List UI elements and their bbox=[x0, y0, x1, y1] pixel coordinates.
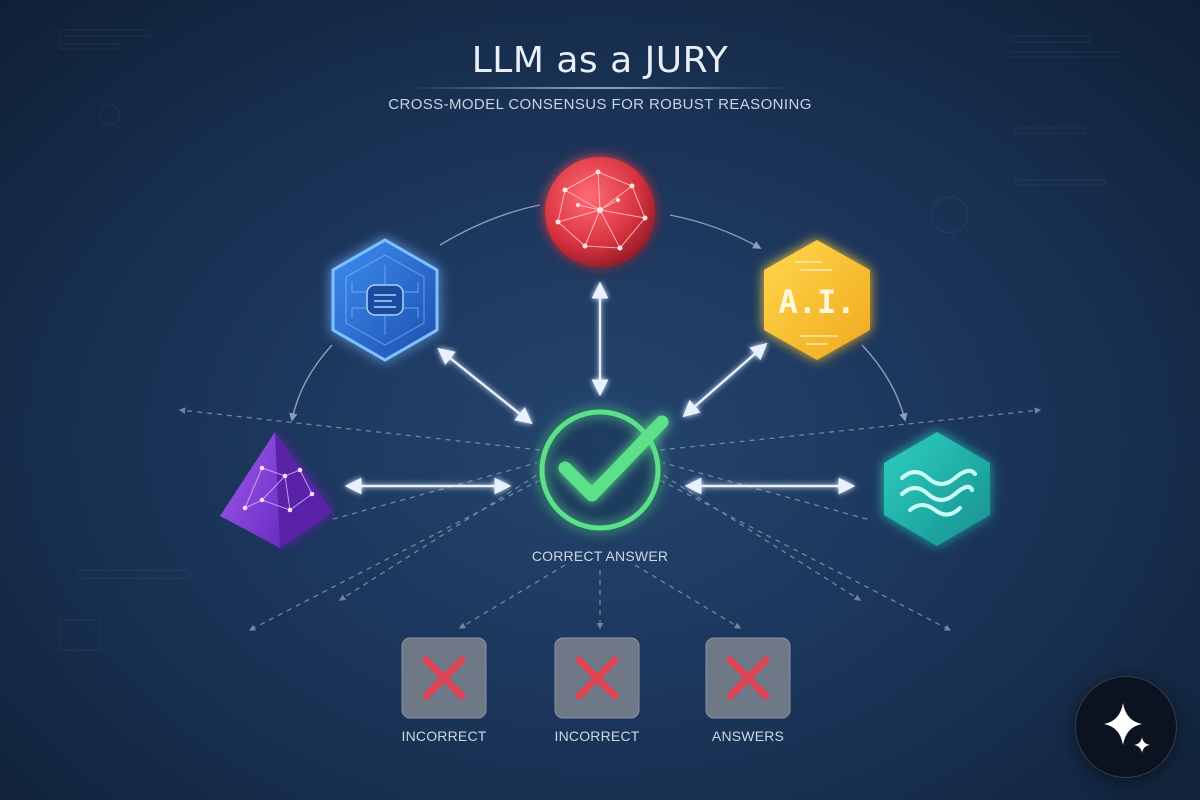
rejected-label-1: INCORRECT bbox=[401, 728, 487, 744]
rejected-label-2: INCORRECT bbox=[554, 728, 640, 744]
cross-icon bbox=[422, 656, 466, 700]
checkmark-ring bbox=[539, 409, 661, 531]
circulation-arcs bbox=[289, 204, 908, 422]
circuit-chip-icon bbox=[331, 238, 439, 362]
page-title: LLM as a JURY bbox=[471, 40, 729, 81]
rejected-answer-2 bbox=[554, 637, 640, 719]
ai-text-icon: A.I. bbox=[764, 240, 870, 360]
neural-network-sphere-icon bbox=[545, 157, 655, 267]
background-decoration bbox=[59, 29, 1121, 651]
wave-icon bbox=[884, 432, 990, 546]
page-subtitle: CROSS-MODEL CONSENSUS FOR ROBUST REASONI… bbox=[388, 96, 812, 113]
network-pyramid-icon bbox=[220, 432, 333, 548]
rejected-label-3: ANSWERS bbox=[711, 728, 785, 744]
correct-answer-node bbox=[536, 406, 669, 534]
rejected-answer-1 bbox=[401, 637, 487, 719]
assistant-button[interactable] bbox=[1075, 676, 1177, 778]
cross-icon bbox=[575, 656, 619, 700]
title-divider bbox=[405, 87, 795, 89]
correct-answer-label: CORRECT ANSWER bbox=[531, 548, 669, 564]
cross-icon bbox=[726, 656, 770, 700]
ai-text-label: A.I. bbox=[778, 283, 855, 321]
checkmark-icon bbox=[558, 415, 669, 502]
sparkle-icon bbox=[1104, 703, 1150, 753]
consensus-arrows bbox=[344, 281, 856, 495]
rejected-answer-3 bbox=[705, 637, 791, 719]
